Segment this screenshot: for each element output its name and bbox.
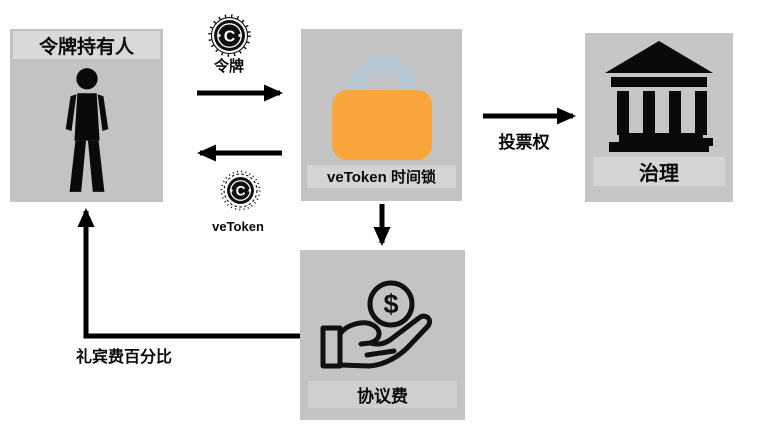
edge-label-voting-power: 投票权: [498, 133, 550, 152]
bank-icon: [601, 39, 717, 153]
protocol-fee-label: 协议费: [357, 387, 408, 406]
node-timelock: veToken 时间锁: [301, 29, 462, 201]
timelock-label-strip: veToken 时间锁: [307, 165, 456, 188]
edge-label-fee-share: 礼宾费百分比: [76, 349, 173, 366]
dollar-sign: $: [383, 289, 398, 319]
coin-letter: C: [236, 183, 246, 198]
edge-label-vetoken: veToken: [212, 219, 264, 234]
coin-letter: C: [224, 29, 236, 46]
governance-label: 治理: [639, 163, 679, 185]
padlock-icon: [326, 42, 438, 160]
person-icon: [58, 65, 116, 197]
node-protocol-fee: $ 协议费: [300, 250, 465, 420]
node-governance: 治理: [585, 33, 733, 202]
node-token-holder: 令牌持有人: [10, 29, 163, 202]
timelock-label: veToken 时间锁: [327, 169, 436, 186]
token-coin-icon: C: [207, 13, 252, 58]
token-holder-label: 令牌持有人: [38, 36, 134, 58]
hand-coin-icon: $: [317, 276, 449, 390]
vetoken-coin-icon: C: [220, 170, 261, 211]
protocol-fee-label-strip: 协议费: [308, 381, 457, 408]
governance-label-strip: 治理: [593, 157, 725, 186]
edge-label-token: 令牌: [213, 58, 244, 75]
token-holder-label-strip: 令牌持有人: [13, 31, 160, 59]
